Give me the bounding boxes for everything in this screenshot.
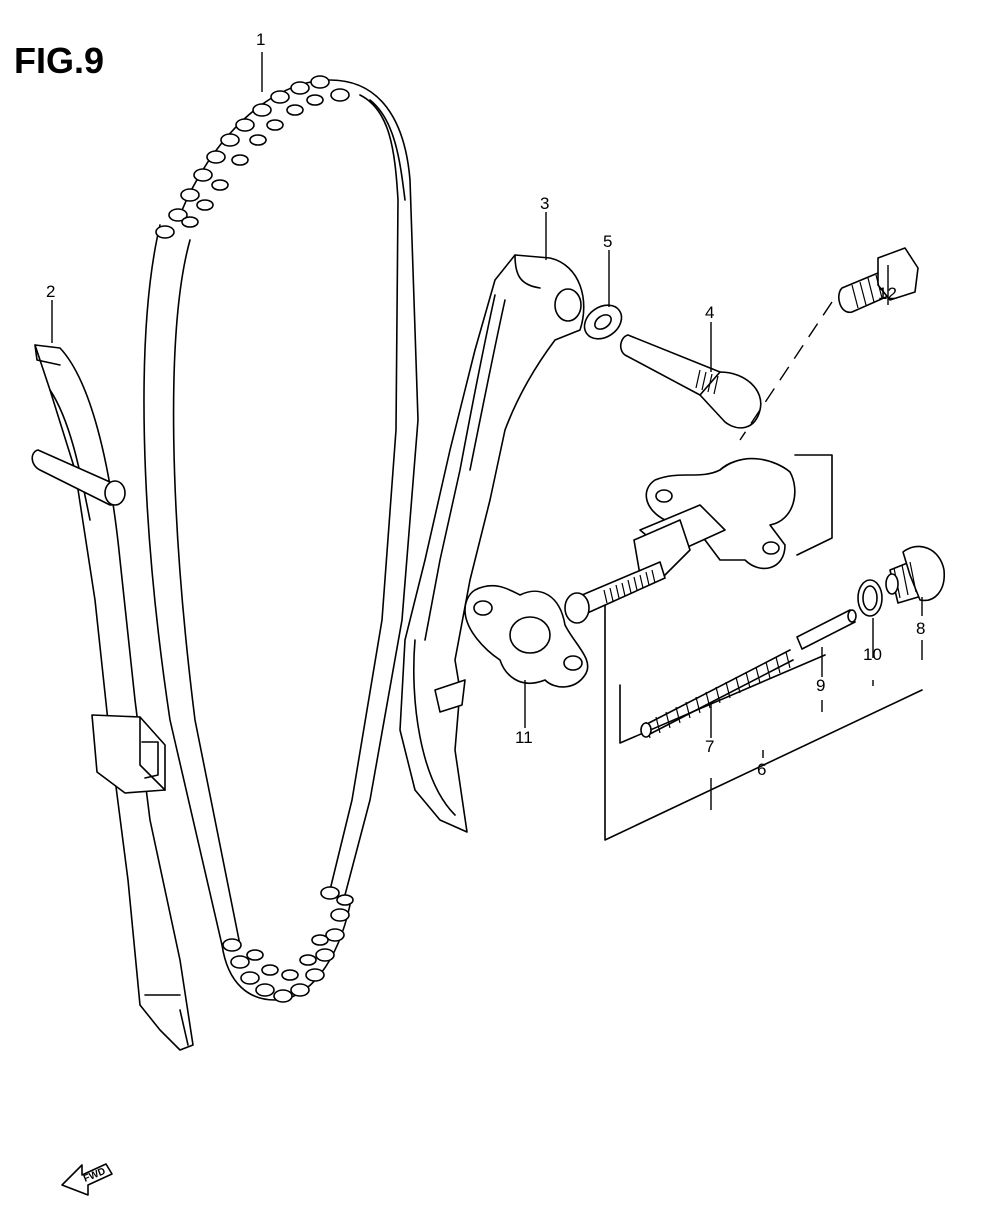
- cap-bolt: [885, 545, 945, 604]
- leader-lines: [51, 52, 923, 810]
- tensioner-bolt: [739, 247, 919, 441]
- callout-2: 2: [46, 282, 55, 301]
- callout-5: 5: [603, 232, 612, 251]
- fwd-arrow-icon: FWD: [61, 1163, 113, 1196]
- callout-12: 12: [878, 284, 897, 303]
- gasket: [464, 585, 589, 688]
- callout-10: 10: [863, 645, 882, 664]
- tensioner-assembly: [564, 454, 923, 841]
- callout-7: 7: [705, 737, 714, 756]
- callout-11: 11: [515, 728, 533, 747]
- washer-10: [857, 579, 883, 617]
- callout-3: 3: [540, 194, 549, 213]
- callout-9: 9: [816, 676, 825, 695]
- chain-guide: [31, 344, 194, 1051]
- callout-8: 8: [916, 619, 925, 638]
- pin: [796, 609, 857, 650]
- figure-title: FIG.9: [14, 40, 105, 81]
- spring: [640, 649, 794, 739]
- pivot-bolt: [619, 334, 762, 429]
- callout-6: 6: [757, 760, 766, 779]
- washer: [583, 304, 623, 340]
- cam-chain: [143, 75, 419, 1003]
- callout-4: 4: [705, 303, 714, 322]
- tensioner-arm: [399, 254, 585, 833]
- callout-labels: 1 2 3 4 5 6 7 8 9 10 11 12: [46, 30, 925, 779]
- callout-1: 1: [256, 30, 265, 49]
